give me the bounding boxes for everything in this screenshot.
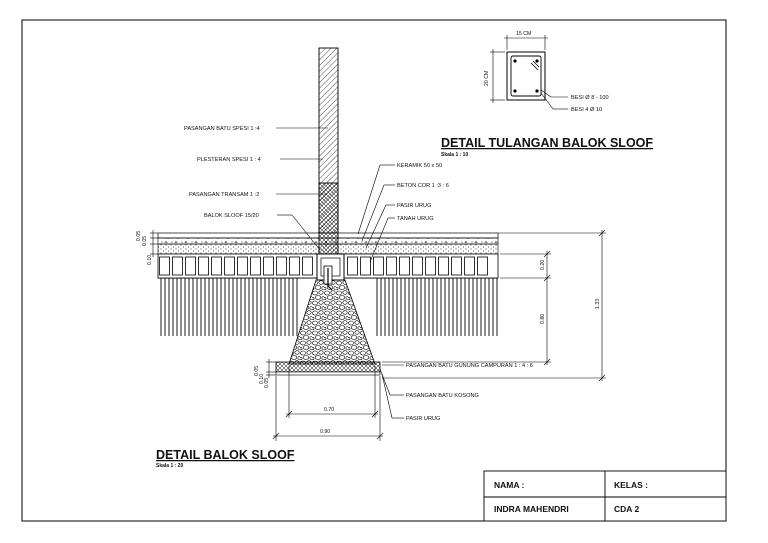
right-leaders	[357, 164, 404, 419]
grid-box	[302, 256, 313, 276]
sheet-border	[21, 19, 727, 522]
grid-box	[237, 256, 248, 276]
grid-box	[172, 256, 183, 276]
title-tulangan: DETAIL TULANGAN BALOK SLOOF	[441, 136, 653, 150]
dim-left-top-c: 0.10	[147, 255, 153, 265]
grid-box	[211, 256, 222, 276]
left-leaders	[276, 127, 328, 251]
grid-box	[276, 256, 287, 276]
label-stirrup: BESI Ø 8 - 100	[571, 95, 609, 101]
label-batu-kosong: PASANGAN BATU KOSONG	[406, 393, 479, 399]
grid-box	[250, 256, 261, 276]
grid-box	[373, 256, 384, 276]
dim-left-bot-c: 0.05	[264, 378, 270, 388]
rebar-height-label: 20 CM	[484, 71, 490, 86]
grid-box	[412, 256, 423, 276]
label-beton-cor: BETON COR 1 :3 : 6	[397, 183, 449, 189]
scale-tulangan: Skala 1 : 10	[441, 152, 468, 158]
batu-kosong-layer	[275, 361, 381, 373]
soil-fill	[157, 277, 499, 336]
grid-box	[399, 256, 410, 276]
grid-box	[263, 256, 274, 276]
title-block-nama-value: INDRA MAHENDRI	[494, 504, 569, 514]
rebar-dimensions	[490, 35, 568, 110]
label-transam: PASANGAN TRANSAM 1 :2	[189, 192, 259, 198]
grid-box	[289, 256, 300, 276]
grid-box	[477, 256, 488, 276]
title-block-nama-label: NAMA :	[494, 480, 525, 490]
label-pasangan-batu: PASANGAN BATU SPESI 1 :4	[184, 126, 260, 132]
grid-box	[185, 256, 196, 276]
grid-box	[438, 256, 449, 276]
grid-box	[386, 256, 397, 276]
label-plesteran: PLESTERAN SPESI 1 : 4	[197, 157, 261, 163]
brick-wall	[318, 47, 339, 255]
label-main-bar: BESI 4 Ø 10	[571, 107, 602, 113]
rebar-width-label: 15 CM	[516, 31, 531, 37]
title-block-kelas-label: KELAS :	[614, 480, 648, 490]
rebar-section	[506, 51, 546, 101]
title-block-kelas-value: CDA 2	[614, 504, 639, 514]
dim-070: 0.70	[324, 407, 334, 413]
grid-box	[347, 256, 358, 276]
dim-left-top-b: 0.05	[142, 236, 148, 246]
title-block	[483, 470, 727, 522]
dim-080: 0.80	[540, 314, 546, 324]
grid-box	[360, 256, 371, 276]
grid-box	[198, 256, 209, 276]
label-pasir-urug-bottom: PASIR URUG	[406, 416, 440, 422]
grid-box	[451, 256, 462, 276]
dimension-lines	[150, 229, 606, 441]
label-batu-gunung: PASANGAN BATU GUNUNG CAMPURAN 1 : 4 : 6	[406, 363, 533, 369]
dim-090: 0.90	[320, 429, 330, 435]
dim-left-bot-a: 0.05	[254, 366, 260, 376]
grid-box	[224, 256, 235, 276]
label-keramik: KERAMIK 50 x 50	[397, 163, 442, 169]
title-balok-sloof: DETAIL BALOK SLOOF	[156, 448, 295, 462]
dim-020: 0.20	[540, 260, 546, 270]
label-pasir-urug-top: PASIR URUG	[397, 203, 431, 209]
pasir-urug-bottom-layer	[275, 371, 381, 376]
scale-balok-sloof: Skala 1 : 20	[156, 463, 183, 469]
label-tanah-urug: TANAH URUG	[397, 216, 434, 222]
stone-foundation	[288, 279, 376, 365]
dim-left-top-a: 0.05	[136, 231, 142, 241]
grid-box	[464, 256, 475, 276]
tanah-urug-grid	[159, 256, 488, 276]
dim-133: 1.33	[595, 299, 601, 309]
grid-box	[159, 256, 170, 276]
label-balok-sloof: BALOK SLOOF 15/20	[204, 213, 259, 219]
grid-box	[425, 256, 436, 276]
dim-left-bot-b: 0.10	[259, 374, 265, 384]
